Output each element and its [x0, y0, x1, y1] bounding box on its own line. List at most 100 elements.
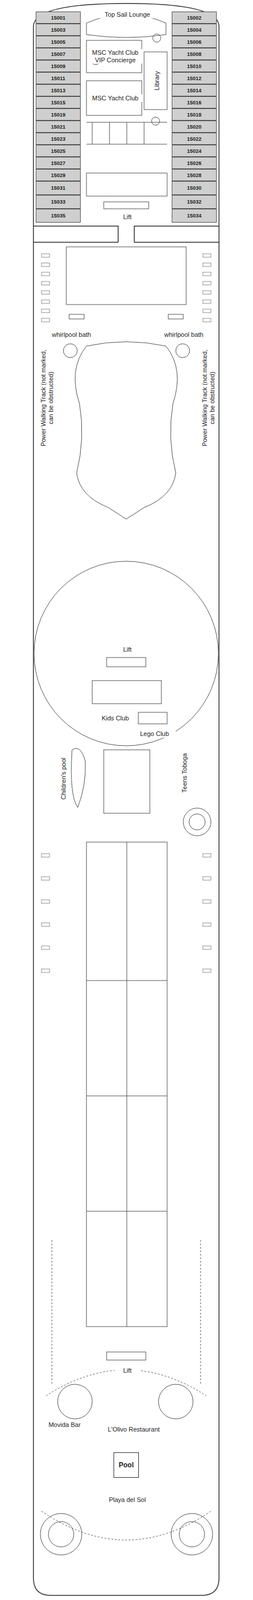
- sunbed: [202, 272, 211, 276]
- sunbed: [41, 945, 50, 949]
- cabin-number: 15002: [186, 14, 202, 21]
- toboga-spiral: [183, 807, 211, 836]
- cabin-box: 15026: [171, 156, 217, 169]
- cabin-box: 15014: [171, 84, 217, 97]
- area-label: Kids Club: [93, 714, 137, 722]
- sunbed: [202, 968, 211, 972]
- hull-outline: [33, 3, 219, 1595]
- cabin-box: 15015: [35, 96, 81, 109]
- cabin-box: 15009: [35, 59, 81, 73]
- cabin-number: 15033: [50, 198, 66, 205]
- cabin-number: 15024: [186, 148, 202, 154]
- area-label: Library: [153, 62, 161, 100]
- area-label: Lego Club: [133, 729, 176, 738]
- cabin-number: 15007: [50, 51, 66, 58]
- whirlpool: [175, 343, 190, 358]
- area-label: Lift: [114, 213, 141, 221]
- childrens-pool: [71, 748, 86, 808]
- cabin-box: 15010: [171, 59, 217, 73]
- cabin-box: 15016: [171, 96, 217, 109]
- sunbed: [202, 922, 211, 926]
- lego-room: [138, 711, 168, 724]
- cabin-box: 15003: [35, 23, 81, 36]
- area-label: MSC Yacht Club VIP Concierge: [88, 48, 143, 64]
- sunbed: [41, 253, 50, 258]
- cabin-number: 15018: [186, 111, 202, 118]
- superstructure: [103, 749, 150, 813]
- superstructure: [86, 841, 168, 1326]
- cabin-box: 15034: [171, 208, 217, 223]
- stair: [69, 314, 85, 319]
- sunbed: [202, 290, 211, 294]
- cabin-box: 15030: [171, 180, 217, 195]
- restaurant-circle: [158, 1383, 194, 1418]
- cabin-number: 15034: [186, 212, 202, 219]
- cabin-box: 15023: [35, 132, 81, 145]
- cabin-number: 15009: [50, 63, 66, 70]
- cabin-box: 15012: [171, 72, 217, 85]
- cabin-number: 15025: [50, 148, 66, 154]
- stair: [168, 314, 184, 319]
- sunbed: [202, 262, 211, 267]
- cabin-number: 15022: [186, 136, 202, 142]
- sunbed: [41, 922, 50, 926]
- cabin-number: 15029: [50, 172, 66, 179]
- cabin-number: 15031: [50, 184, 66, 191]
- area-label: L'Olivo Restaurant: [97, 1424, 170, 1433]
- area-label: Children's pool: [59, 748, 68, 808]
- cabin-number: 15032: [186, 198, 202, 205]
- sunbed: [202, 875, 211, 880]
- cabin-number: 15028: [186, 172, 202, 179]
- area-label: Teens Toboga: [180, 742, 189, 803]
- pool-box: Pool: [113, 1451, 139, 1477]
- cabin-number: 15023: [50, 136, 66, 142]
- sunbed: [41, 299, 50, 304]
- sunbed: [41, 875, 50, 880]
- sunbed: [202, 308, 211, 313]
- cabin-box: 15002: [171, 11, 217, 24]
- club-room: [86, 80, 142, 116]
- area-label: Power Walking Track (not marked, can be …: [39, 344, 55, 451]
- cabin-number: 15016: [186, 99, 202, 106]
- area-label: Lift: [114, 1365, 141, 1374]
- area-label: MSC Yacht Club: [88, 94, 143, 103]
- lift-block: [106, 1350, 146, 1359]
- sunbed: [41, 290, 50, 294]
- cabin-number: 15021: [50, 123, 66, 130]
- cabin-box: 15029: [35, 168, 81, 181]
- cabin-number: 15015: [50, 99, 66, 106]
- kids-area-circle: [34, 560, 219, 746]
- cabin-number: 15035: [50, 212, 66, 219]
- cabin-number: 15012: [186, 75, 202, 82]
- cabin-number: 15005: [50, 39, 66, 45]
- sunbed: [202, 945, 211, 949]
- sunbed: [41, 281, 50, 285]
- sunbed: [202, 899, 211, 903]
- cabin-number: 15030: [186, 184, 202, 191]
- cabin-number: 15020: [186, 123, 202, 130]
- sunbed: [41, 272, 50, 276]
- area-label: Movida Bar: [37, 1420, 92, 1428]
- sunbed: [41, 899, 50, 903]
- concierge-room: [86, 40, 142, 73]
- cabin-number: 15008: [186, 51, 202, 58]
- cabin-number: 15027: [50, 160, 66, 166]
- sunbed: [41, 852, 50, 857]
- stern-whirlpool: [48, 1520, 74, 1546]
- area-label: Playa del Sol: [97, 1494, 158, 1503]
- cabin-box: 15021: [35, 120, 81, 133]
- cabin-box: 15007: [35, 47, 81, 60]
- cabin-box: 15006: [171, 35, 217, 48]
- cabin-box: 15001: [35, 11, 81, 24]
- cabin-box: 15028: [171, 168, 217, 181]
- bar-circle: [57, 1383, 93, 1418]
- library-room: [144, 51, 168, 110]
- cabin-number: 15001: [50, 14, 66, 21]
- deck-edge: [51, 1239, 201, 1384]
- planter: [151, 116, 160, 126]
- lift-block: [106, 656, 146, 667]
- cabin-box: 15004: [171, 23, 217, 36]
- cabin-number: 15006: [186, 39, 202, 45]
- sunbed: [41, 318, 50, 322]
